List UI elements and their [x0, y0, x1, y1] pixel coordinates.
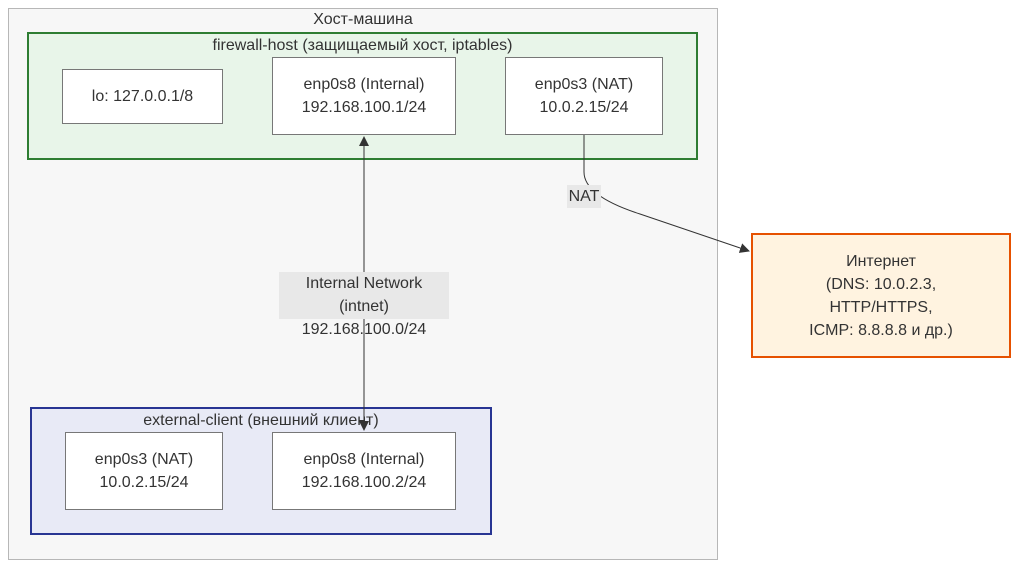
- host-machine-title: Хост-машина: [313, 11, 413, 28]
- firewall-enp0s8-ip: 192.168.100.1/24: [301, 99, 427, 116]
- firewall-host-title: firewall-host (защищаемый хост, iptables…: [212, 37, 513, 54]
- client-enp0s3-node: enp0s3 (NAT) 10.0.2.15/24: [65, 432, 223, 510]
- firewall-enp0s8-node: enp0s8 (Internal) 192.168.100.1/24: [272, 57, 456, 135]
- nat-edge-label-text: NAT: [568, 188, 600, 205]
- intnet-edge-label: Internal Network (intnet) 192.168.100.0/…: [279, 272, 449, 338]
- internet-icmp: ICMP: 8.8.8.8 и др.): [809, 321, 953, 339]
- client-enp0s3-ip: 10.0.2.15/24: [99, 474, 189, 491]
- intnet-edge-label-name: Internal Network (intnet): [305, 275, 423, 315]
- external-client-title: external-client (внешний клиент): [143, 412, 379, 429]
- intnet-edge-label-subnet: 192.168.100.0/24: [301, 321, 427, 338]
- client-enp0s3-name: enp0s3 (NAT): [94, 451, 194, 468]
- firewall-lo-label: lo: 127.0.0.1/8: [91, 88, 194, 105]
- client-enp0s8-ip: 192.168.100.2/24: [301, 474, 427, 491]
- internet-dns: (DNS: 10.0.2.3,: [825, 275, 937, 293]
- client-enp0s8-node: enp0s8 (Internal) 192.168.100.2/24: [272, 432, 456, 510]
- internet-title: Интернет: [846, 252, 916, 270]
- client-enp0s8-name: enp0s8 (Internal): [303, 451, 425, 468]
- firewall-enp0s3-node: enp0s3 (NAT) 10.0.2.15/24: [505, 57, 663, 135]
- firewall-enp0s8-name: enp0s8 (Internal): [303, 76, 425, 93]
- nat-edge-label: NAT: [567, 185, 601, 208]
- firewall-lo-node: lo: 127.0.0.1/8: [62, 69, 223, 124]
- firewall-enp0s3-ip: 10.0.2.15/24: [539, 99, 629, 116]
- internet-node: Интернет (DNS: 10.0.2.3, HTTP/HTTPS, ICM…: [751, 233, 1011, 358]
- internet-http: HTTP/HTTPS,: [829, 298, 933, 316]
- firewall-enp0s3-name: enp0s3 (NAT): [534, 76, 634, 93]
